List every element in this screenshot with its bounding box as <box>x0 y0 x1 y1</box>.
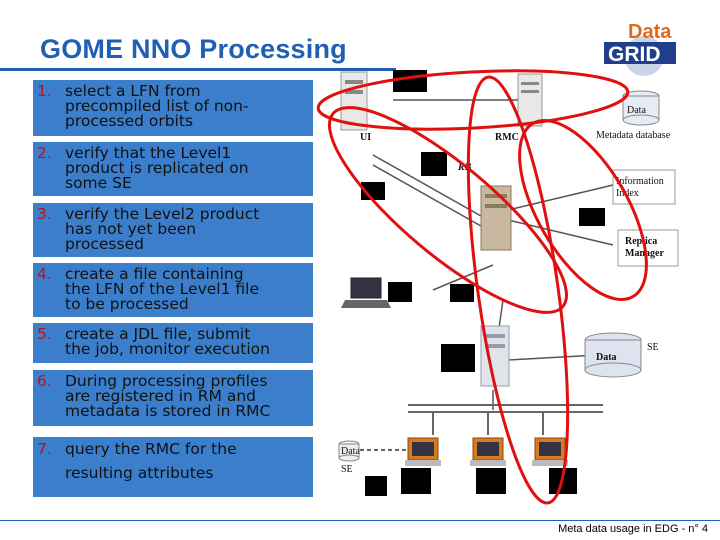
footer-rule <box>0 520 720 521</box>
step-text-line: to be processed <box>65 295 189 313</box>
step-number: 6. <box>37 372 52 390</box>
architecture-diagram: UI RMC Data Metadata database RB Informa… <box>316 69 679 505</box>
rb-label: RB <box>457 162 472 173</box>
step-text-line: create a file containing <box>65 265 244 283</box>
logo-top-text: Data <box>628 21 672 43</box>
step-text-line: metadata is stored in RMC <box>65 402 271 420</box>
step-number: 5. <box>37 325 52 343</box>
step-text-line: processed <box>65 235 144 253</box>
rmc-server-icon <box>517 73 543 127</box>
step-text-line: are registered in RM and <box>65 387 257 405</box>
step-text-line: verify that the Level1 <box>65 144 232 162</box>
small-storage-icon <box>338 440 360 462</box>
step-number: 7. <box>37 440 52 458</box>
step-text-line: select a LFN from <box>65 82 201 100</box>
step-text-line: query the RMC for the <box>65 440 237 458</box>
step-text-line: some SE <box>65 174 132 192</box>
highlight-ellipses <box>316 69 648 505</box>
info-index-label-2: Index <box>616 188 639 199</box>
logo-bottom-text: GRID <box>608 43 661 66</box>
step-text-line: During processing profiles <box>65 372 268 390</box>
step-number: 4. <box>37 265 52 283</box>
step-number: 1. <box>37 82 52 100</box>
worker-node-icon <box>405 437 441 466</box>
se-mid-label: SE <box>647 342 659 353</box>
small-data-label: Data <box>341 446 360 457</box>
ui-computer-icon <box>340 71 368 131</box>
replica-manager-box <box>617 229 679 267</box>
slide-footer: Meta data usage in EDG - n° 4 <box>558 523 708 535</box>
step-text-line: precompiled list of non- <box>65 97 249 115</box>
metadata-db-label: Metadata database <box>596 130 671 141</box>
network-bus <box>408 404 603 435</box>
rmc-label: RMC <box>495 132 519 143</box>
step-text-line: has not yet been <box>65 220 197 238</box>
storage-element-icon <box>584 332 642 378</box>
rb-server-icon <box>480 185 512 251</box>
title-underline <box>0 68 396 71</box>
se-data-label: Data <box>596 352 617 363</box>
metadata-database-icon <box>622 90 660 126</box>
step-text-line: the job, monitor execution <box>65 340 270 358</box>
replica-label-1: Replica <box>625 236 657 247</box>
worker-node-icon <box>532 437 568 466</box>
step-text-line: the LFN of the Level1 file <box>65 280 259 298</box>
step-text-line: verify the Level2 product <box>65 205 260 223</box>
step-text-line: resulting attributes <box>65 464 214 482</box>
laptop-icon <box>341 277 391 308</box>
step-number: 2. <box>37 144 52 162</box>
step-text-line: create a JDL file, submit <box>65 325 251 343</box>
step-number: 3. <box>37 205 52 223</box>
step-item-7: 7. query the RMC for the resulting attribu… <box>33 437 313 497</box>
ui-label: UI <box>360 132 371 143</box>
metadata-db-data-label: Data <box>627 105 646 116</box>
step-text-line: processed orbits <box>65 112 194 130</box>
step-text-line: product is replicated on <box>65 159 249 177</box>
slide-title: GOME NNO Processing <box>40 34 347 64</box>
worker-node-icon <box>470 437 506 466</box>
datagrid-logo: Data GRID <box>604 21 676 76</box>
info-index-label-1: Information <box>616 176 664 187</box>
small-se-label: SE <box>341 464 353 475</box>
